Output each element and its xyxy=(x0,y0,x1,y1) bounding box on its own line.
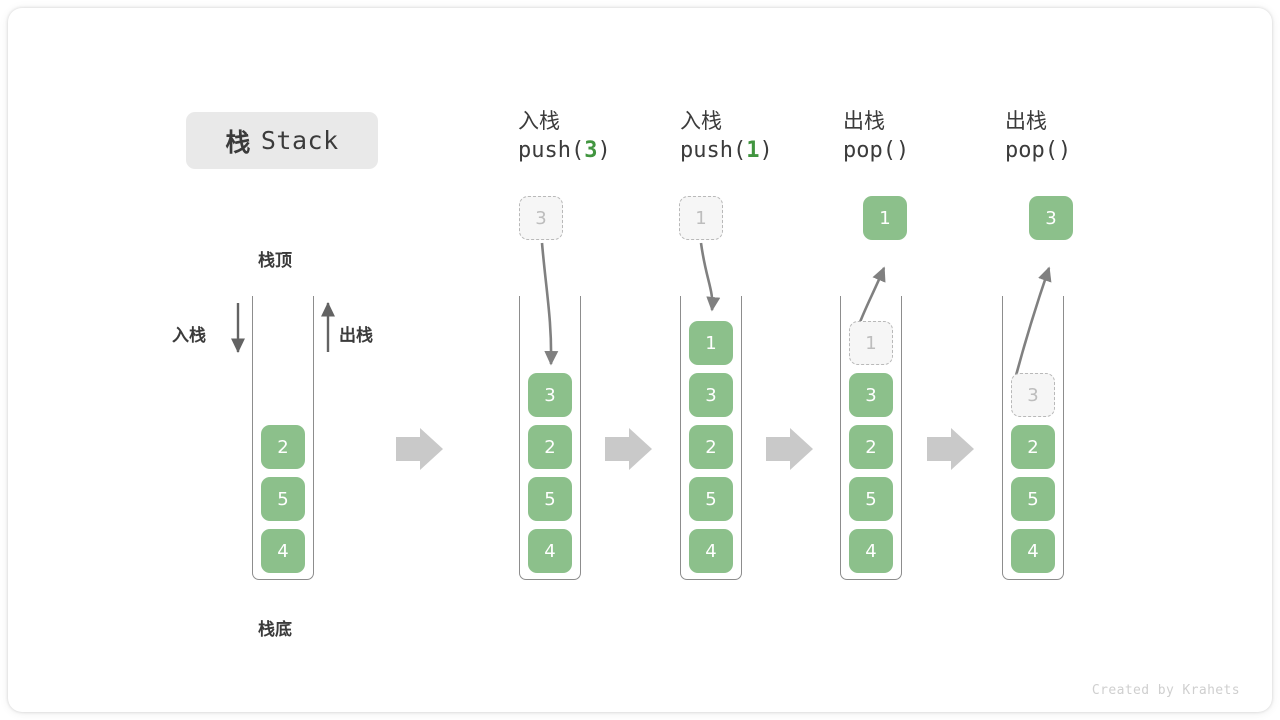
stack-cell: 4 xyxy=(261,529,305,573)
stack-cell: 5 xyxy=(528,477,572,521)
column-op-code: push(1) xyxy=(680,136,773,165)
stack-cell: 3 xyxy=(849,373,893,417)
stack-cell: 4 xyxy=(849,529,893,573)
stack-cell: 2 xyxy=(1011,425,1055,469)
stack-cell: 2 xyxy=(528,425,572,469)
stack-title-cn: 栈 xyxy=(225,127,251,157)
stack-cell: 3 xyxy=(689,373,733,417)
credit-footer: Created by Krahets xyxy=(1091,683,1240,698)
stack-cell: 5 xyxy=(689,477,733,521)
op-code-prefix: push( xyxy=(680,137,747,163)
stack-cell: 5 xyxy=(1011,477,1055,521)
op-code-prefix: pop( xyxy=(843,137,896,163)
popped-cell: 1 xyxy=(863,196,907,240)
floating-cell-ghost: 3 xyxy=(519,196,563,240)
column-op-code: pop() xyxy=(1005,136,1071,165)
stack-bottom-label: 栈底 xyxy=(258,620,292,640)
stack-cell: 4 xyxy=(1011,529,1055,573)
column-op-name: 入栈 xyxy=(680,109,722,133)
stack-cell: 5 xyxy=(261,477,305,521)
stack-cell-ghost: 3 xyxy=(1011,373,1055,417)
push-direction-label: 入栈 xyxy=(172,326,206,346)
stack-top-label: 栈顶 xyxy=(258,251,292,271)
floating-cell-ghost: 1 xyxy=(679,196,723,240)
stack-cell: 4 xyxy=(528,529,572,573)
stack-cell: 1 xyxy=(689,321,733,365)
op-code-suffix: ) xyxy=(597,137,611,163)
stack-cell: 2 xyxy=(849,425,893,469)
stack-cell: 4 xyxy=(689,529,733,573)
stack-cell: 5 xyxy=(849,477,893,521)
stack-container-push-1 xyxy=(680,296,742,580)
stack-title-en: Stack xyxy=(260,126,339,155)
stack-cell: 2 xyxy=(689,425,733,469)
column-header-pop-1: 出栈 pop() xyxy=(843,108,909,165)
popped-cell: 3 xyxy=(1029,196,1073,240)
stack-cell: 3 xyxy=(528,373,572,417)
column-op-code: push(3) xyxy=(518,136,611,165)
stack-container-pop-3 xyxy=(1002,296,1064,580)
stack-cell-ghost: 1 xyxy=(849,321,893,365)
op-code-prefix: pop( xyxy=(1005,137,1058,163)
stack-container-push-3 xyxy=(519,296,581,580)
stack-container-pop-1 xyxy=(840,296,902,580)
column-op-code: pop() xyxy=(843,136,909,165)
column-op-name: 入栈 xyxy=(518,109,560,133)
op-code-suffix: ) xyxy=(759,137,773,163)
pop-direction-label: 出栈 xyxy=(339,326,373,346)
op-code-arg: 3 xyxy=(584,137,598,163)
op-code-suffix: ) xyxy=(1057,137,1072,163)
column-header-push-3: 入栈 push(3) xyxy=(518,108,611,165)
column-op-name: 出栈 xyxy=(1005,109,1047,133)
op-code-arg: 1 xyxy=(746,137,760,163)
stack-cell: 2 xyxy=(261,425,305,469)
stack-container-initial xyxy=(252,296,314,580)
op-code-prefix: push( xyxy=(518,137,585,163)
column-op-name: 出栈 xyxy=(843,109,885,133)
op-code-suffix: ) xyxy=(895,137,910,163)
column-header-push-1: 入栈 push(1) xyxy=(680,108,773,165)
column-header-pop-3: 出栈 pop() xyxy=(1005,108,1071,165)
stack-title-chip: 栈 Stack xyxy=(186,112,378,169)
